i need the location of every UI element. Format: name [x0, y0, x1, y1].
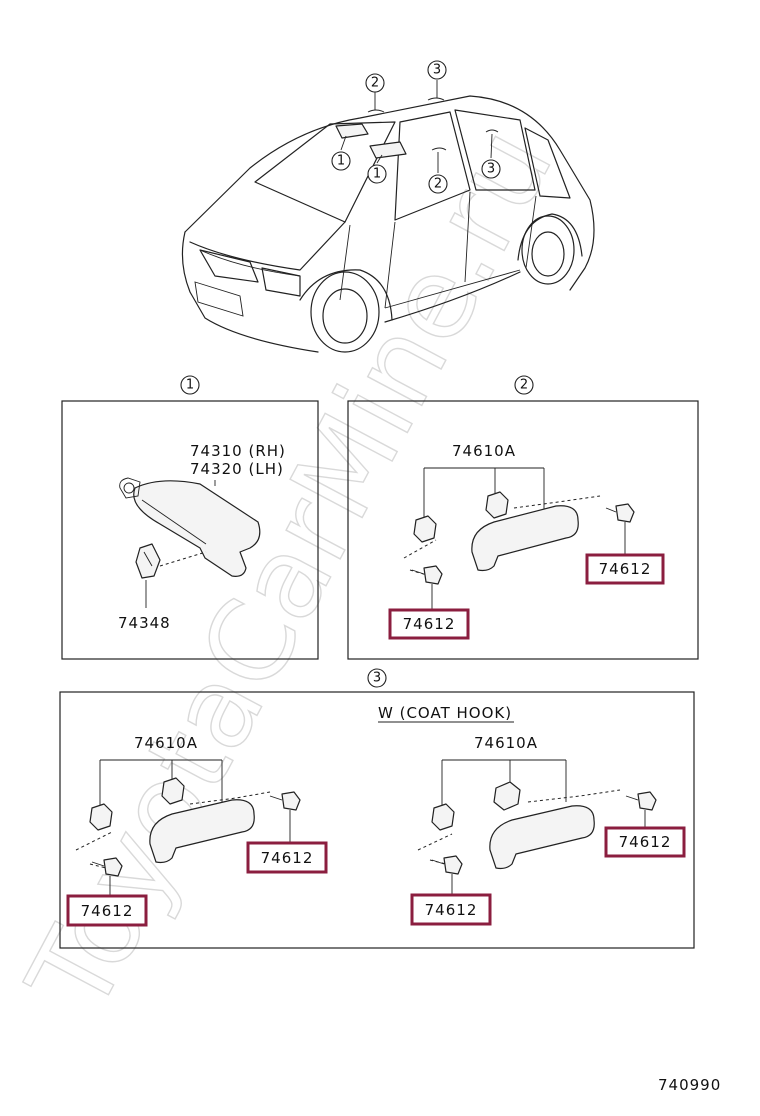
- section-3-right-clip-upper: [493, 781, 521, 811]
- visor-holder-drawing: [135, 543, 161, 579]
- svg-text:74612: 74612: [599, 560, 652, 578]
- section-3-left-grip-handle: [149, 799, 255, 864]
- section-2-plug-left-drawing: [411, 565, 443, 585]
- car-callout-3a: 3: [427, 60, 447, 80]
- car-callout-1b: 1: [367, 164, 387, 184]
- car-callout-1a: 1: [331, 151, 351, 171]
- grip-marker-rear-side: [485, 129, 499, 133]
- car-callout-2a: 2: [365, 73, 385, 93]
- svg-text:74612: 74612: [619, 833, 672, 851]
- section-3-left-plug-left-drawing: [91, 857, 123, 877]
- section-3-left-plug-right-callout: 74612: [246, 841, 328, 874]
- svg-text:2: 2: [520, 378, 528, 393]
- sun-visor-drawing: [119, 477, 261, 577]
- svg-text:1: 1: [337, 154, 345, 169]
- section-3-right-plug-right-callout: 74612: [604, 826, 686, 858]
- section-3-right-plug-left-callout: 74612: [410, 893, 492, 926]
- visor-holder-label: 74348: [118, 614, 171, 632]
- svg-text:3: 3: [487, 162, 495, 177]
- section-3-left-plug-right-drawing: [269, 791, 301, 811]
- section-2-plug-left-callout: 74612: [388, 608, 470, 640]
- car-illustration: [181, 80, 595, 353]
- grip-marker-rear: [427, 97, 445, 101]
- section-3-left-clip-lower: [89, 803, 113, 831]
- section-2-grip-handle: [471, 505, 579, 572]
- section-1-frame: [61, 400, 319, 660]
- grip-marker-side: [431, 147, 447, 151]
- svg-text:74612: 74612: [425, 901, 478, 919]
- svg-text:1: 1: [373, 167, 381, 182]
- section-2-clip-upper: [485, 491, 509, 519]
- section-1-header: 1: [180, 375, 200, 395]
- svg-text:2: 2: [434, 177, 442, 192]
- section-2-frame: [347, 400, 699, 660]
- diagram-number: 740990: [658, 1076, 721, 1094]
- section-3-header: 3: [367, 668, 387, 688]
- svg-text:74612: 74612: [403, 615, 456, 633]
- section-3-left-clip-upper: [161, 777, 185, 805]
- section-2-header: 2: [514, 375, 534, 395]
- svg-text:74612: 74612: [81, 902, 134, 920]
- section-3-right-plug-right-drawing: [625, 791, 657, 811]
- section-3-left-plug-left-callout: 74612: [66, 894, 148, 927]
- svg-text:3: 3: [373, 671, 381, 686]
- visor-rh-label: 74310 (RH): [190, 442, 286, 460]
- section-2-plug-right-drawing: [605, 503, 635, 523]
- section-3-right-clip-lower: [431, 803, 455, 831]
- section-2-plug-right-callout: 74612: [585, 553, 665, 585]
- section-3-left-grip-label: 74610A: [134, 734, 198, 752]
- section-3-frame: [59, 691, 695, 949]
- coat-hook-subtitle: W (COAT HOOK): [378, 704, 512, 722]
- section-2-clip-lower: [413, 515, 437, 543]
- grip-marker-front: [367, 109, 385, 113]
- car-callout-3b: 3: [481, 159, 501, 179]
- svg-text:1: 1: [186, 378, 194, 393]
- section-3-right-grip-handle: [489, 805, 595, 870]
- visor-lh-label: 74320 (LH): [190, 460, 284, 478]
- car-callout-2b: 2: [428, 174, 448, 194]
- section-2-grip-label: 74610A: [452, 442, 516, 460]
- section-3-right-grip-label: 74610A: [474, 734, 538, 752]
- sun-visor-rh-marker: [335, 123, 369, 139]
- svg-text:2: 2: [371, 76, 379, 91]
- svg-text:3: 3: [433, 63, 441, 78]
- sun-visor-lh-marker: [369, 141, 407, 159]
- section-3-right-plug-left-drawing: [431, 855, 463, 875]
- svg-text:74612: 74612: [261, 849, 314, 867]
